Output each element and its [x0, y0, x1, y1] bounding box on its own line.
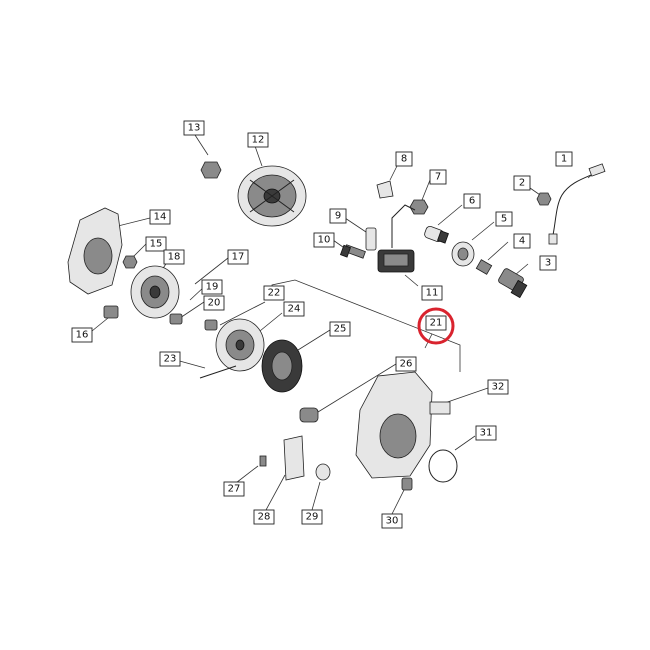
- svg-text:7: 7: [435, 172, 441, 183]
- part-starter-pulley: [130, 265, 180, 319]
- callout-12: 12: [247, 132, 269, 148]
- part-starter-rope: [199, 365, 237, 379]
- part-ignition-wire: [548, 163, 606, 245]
- svg-text:25: 25: [334, 324, 347, 335]
- svg-text:22: 22: [268, 288, 281, 299]
- part-gasket: [428, 449, 458, 483]
- callout-16: 16: [71, 327, 93, 343]
- callout-17: 17: [227, 249, 249, 265]
- svg-text:30: 30: [386, 516, 399, 527]
- callout-27: 27: [223, 481, 245, 497]
- part-flywheel-nut: [200, 161, 222, 179]
- svg-text:3: 3: [545, 258, 551, 269]
- callout-1: 1: [555, 151, 573, 167]
- callout-28: 28: [253, 509, 275, 525]
- callout-21: 21: [425, 315, 447, 331]
- part-fan-shroud: [67, 207, 123, 295]
- svg-text:6: 6: [469, 196, 475, 207]
- callout-25: 25: [329, 321, 351, 337]
- callout-4: 4: [513, 233, 531, 249]
- svg-text:16: 16: [76, 330, 89, 341]
- callout-14: 14: [149, 209, 171, 225]
- part-nut-15: [122, 255, 138, 269]
- part-small-nut: [536, 192, 552, 206]
- callout-29: 29: [301, 509, 323, 525]
- part-ignition-coil: [377, 204, 416, 273]
- svg-text:26: 26: [400, 359, 413, 370]
- callout-13: 13: [183, 120, 205, 136]
- callout-26: 26: [395, 356, 417, 372]
- svg-text:15: 15: [150, 239, 163, 250]
- svg-text:2: 2: [519, 178, 525, 189]
- part-starter-housing: [355, 371, 451, 479]
- svg-text:5: 5: [501, 214, 507, 225]
- callout-6: 6: [463, 193, 481, 209]
- part-recoil-spring: [261, 339, 303, 393]
- part-starter-handle: [283, 435, 305, 481]
- svg-text:31: 31: [480, 428, 493, 439]
- highlight-circle: [417, 307, 455, 345]
- callout-10: 10: [313, 232, 335, 248]
- svg-text:18: 18: [168, 252, 181, 263]
- callout-31: 31: [475, 425, 497, 441]
- svg-text:27: 27: [228, 484, 241, 495]
- svg-text:4: 4: [519, 236, 525, 247]
- callout-18: 18: [163, 249, 185, 265]
- part-pin: [365, 227, 377, 251]
- svg-text:11: 11: [426, 288, 439, 299]
- svg-text:14: 14: [154, 212, 167, 223]
- svg-text:17: 17: [232, 252, 245, 263]
- callout-7: 7: [429, 169, 447, 185]
- callout-9: 9: [329, 208, 347, 224]
- callout-19: 19: [201, 279, 223, 295]
- callout-2: 2: [513, 175, 531, 191]
- svg-text:9: 9: [335, 211, 341, 222]
- part-washer-29: [315, 463, 331, 481]
- callout-23: 23: [159, 351, 181, 367]
- part-spark-plug: [498, 268, 528, 299]
- part-screw-16: [103, 305, 119, 319]
- part-pin-27: [259, 455, 267, 467]
- part-small-spring: [475, 259, 493, 275]
- svg-text:13: 13: [188, 123, 201, 134]
- part-hex-nut: [409, 199, 429, 215]
- svg-text:10: 10: [318, 235, 331, 246]
- part-flywheel: [237, 165, 307, 227]
- part-clip: [376, 180, 394, 199]
- callout-11: 11: [421, 285, 443, 301]
- svg-text:24: 24: [288, 304, 301, 315]
- part-washer: [451, 241, 475, 267]
- part-recoil-pulley: [215, 318, 265, 372]
- callout-30: 30: [381, 513, 403, 529]
- svg-text:20: 20: [208, 298, 221, 309]
- svg-text:1: 1: [561, 154, 567, 165]
- svg-text:28: 28: [258, 512, 271, 523]
- part-screw-10: [339, 244, 366, 259]
- svg-text:12: 12: [252, 135, 265, 146]
- callout-8: 8: [395, 151, 413, 167]
- svg-text:8: 8: [401, 154, 407, 165]
- svg-text:21: 21: [430, 318, 443, 329]
- callout-24: 24: [283, 301, 305, 317]
- part-screw-20: [169, 313, 183, 325]
- part-spring-26: [299, 407, 319, 423]
- part-screw-30: [401, 477, 413, 491]
- part-bolt-21: [204, 319, 218, 331]
- svg-text:29: 29: [306, 512, 319, 523]
- part-plug-boot: [424, 226, 449, 244]
- callout-3: 3: [539, 255, 557, 271]
- callout-22: 22: [263, 285, 285, 301]
- callout-5: 5: [495, 211, 513, 227]
- svg-text:19: 19: [206, 282, 219, 293]
- callout-20: 20: [203, 295, 225, 311]
- callout-15: 15: [145, 236, 167, 252]
- callout-32: 32: [487, 379, 509, 395]
- svg-text:32: 32: [492, 382, 505, 393]
- svg-text:23: 23: [164, 354, 177, 365]
